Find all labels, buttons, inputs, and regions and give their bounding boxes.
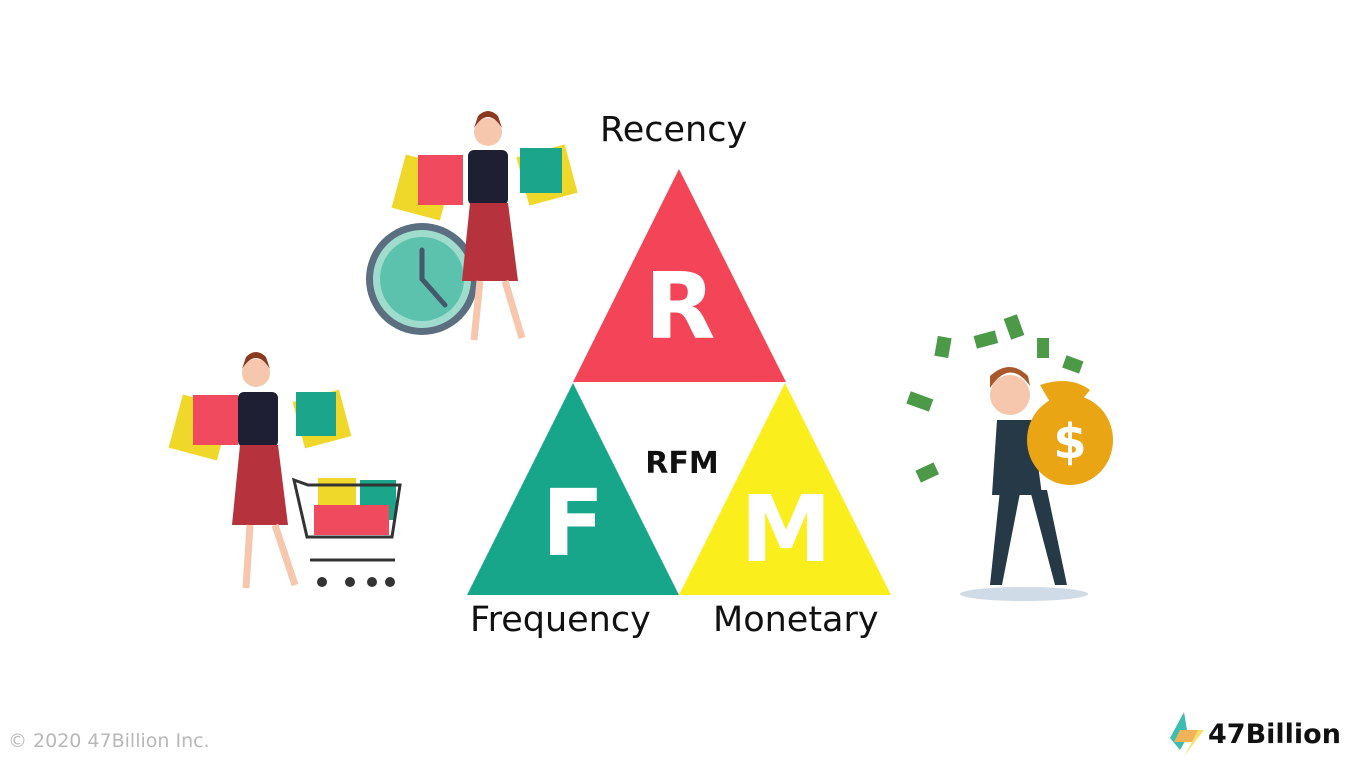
letter-r: R bbox=[645, 253, 716, 360]
shopper-with-cart-icon bbox=[168, 352, 402, 589]
svg-text:$: $ bbox=[1053, 414, 1086, 470]
recency-label: Recency bbox=[600, 110, 748, 150]
frequency-triangle bbox=[467, 383, 679, 595]
center-label: RFM bbox=[645, 446, 718, 481]
brand-name: 47Billion bbox=[1208, 719, 1341, 750]
letter-f: F bbox=[542, 470, 605, 577]
frequency-label: Frequency bbox=[470, 600, 651, 640]
letter-m: M bbox=[740, 476, 832, 583]
recency-triangle bbox=[573, 169, 786, 382]
brand-logo-icon bbox=[1170, 712, 1204, 756]
monetary-triangle bbox=[679, 383, 891, 595]
copyright-text: © 2020 47Billion Inc. bbox=[8, 730, 210, 752]
shopper-with-clock-icon bbox=[366, 111, 578, 341]
man-with-money-bag-icon: $ bbox=[906, 314, 1113, 601]
monetary-label: Monetary bbox=[713, 600, 879, 640]
